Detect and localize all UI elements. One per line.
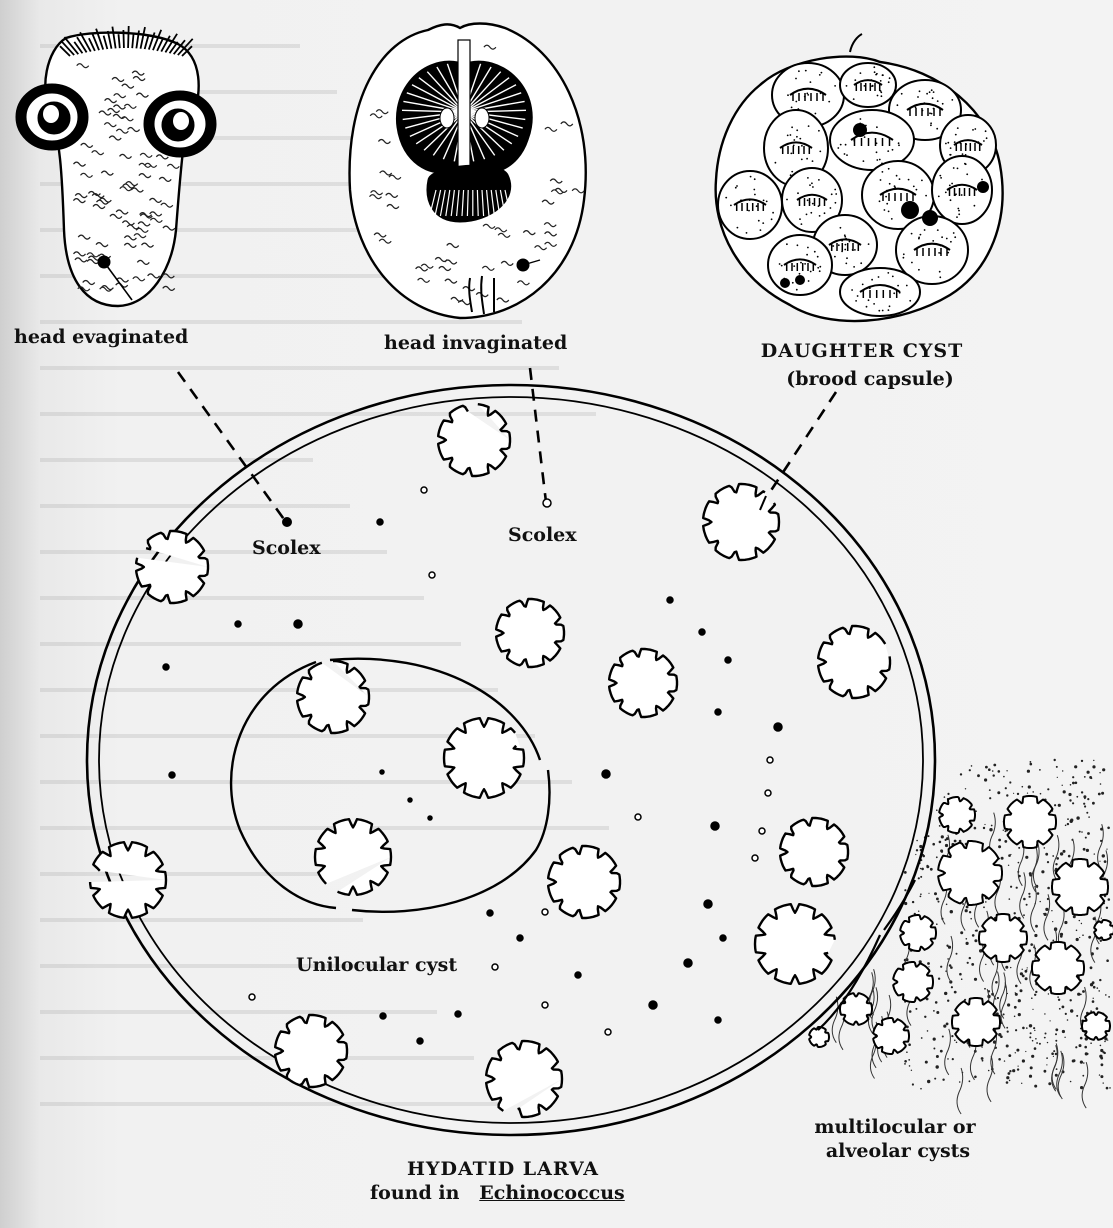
brood-capsule (315, 819, 391, 895)
label-head-evaginated: head evaginated (14, 326, 188, 348)
brood-capsule (438, 404, 510, 476)
daughter-cyst-cell (840, 268, 920, 316)
scolex-dot (575, 972, 581, 978)
scolex-dot (767, 757, 773, 763)
scolex-dot (725, 657, 731, 663)
label-daughter-cyst: DAUGHTER CYST (761, 340, 964, 362)
daughter-cyst-cell (840, 63, 896, 107)
daughter-cyst-cluster (716, 34, 1003, 321)
scolex-dot (715, 709, 721, 715)
label-multilocular-2: alveolar cysts (826, 1140, 970, 1162)
diagram-subtitle: found in Echinococcus (370, 1182, 625, 1204)
scolex-dot (249, 994, 255, 1000)
brood-capsule (1032, 942, 1084, 994)
subtitle-prefix: found in (370, 1182, 459, 1204)
label-multilocular-1: multilocular or (814, 1116, 975, 1138)
subtitle-genus: Echinococcus (479, 1182, 624, 1204)
scolex-dot (421, 487, 427, 493)
scolex-dot (377, 519, 383, 525)
brood-capsule (486, 1041, 562, 1117)
brood-capsule (938, 841, 1002, 905)
label-head-invaginated: head invaginated (384, 332, 567, 354)
brood-capsule (275, 1015, 347, 1087)
leader-invaginated (530, 368, 546, 502)
scolex-dot (429, 572, 435, 578)
scolex-dot (715, 1017, 721, 1023)
diagram-title: HYDATID LARVA (407, 1158, 599, 1180)
brood-capsule (900, 915, 936, 951)
brood-capsule (952, 998, 1000, 1046)
scolex-dot (542, 909, 548, 915)
scolex-dot (487, 910, 493, 916)
scolex-dot (711, 822, 719, 830)
scolex-dot (699, 629, 705, 635)
scolex-dot (492, 964, 498, 970)
brood-capsule (893, 962, 933, 1002)
scolex-dot (235, 621, 241, 627)
scolex-dot (684, 959, 692, 967)
scolex-dot (602, 770, 610, 778)
brood-capsule (548, 846, 620, 918)
brood-capsule (1094, 920, 1113, 940)
brood-capsule (780, 818, 848, 886)
scolex-dot (455, 1011, 461, 1017)
scolex-dot (774, 723, 782, 731)
scolex-dot (294, 620, 302, 628)
scolex-dot (759, 828, 765, 834)
leader-evaginated (178, 372, 286, 522)
scolex-dot (667, 597, 673, 603)
scolex-dot (380, 770, 384, 774)
scolex-dot (163, 664, 169, 670)
brood-capsule (444, 718, 524, 798)
brood-capsule (90, 842, 166, 918)
scolex-dot (704, 900, 712, 908)
scolex-dot (417, 1038, 423, 1044)
scolex-dot (649, 1001, 657, 1009)
label-scolex-left: Scolex (252, 537, 321, 559)
brood-capsule (136, 531, 208, 603)
brood-capsule (703, 484, 779, 560)
evaginated-scolex (16, 26, 216, 306)
scolex-dot (542, 1002, 548, 1008)
brood-capsule (609, 649, 677, 717)
daughter-cyst-cell (718, 171, 782, 239)
brood-capsule (979, 914, 1027, 962)
scolex-dot (408, 798, 412, 802)
daughter-cyst-cell (768, 235, 832, 295)
label-brood-capsule: (brood capsule) (786, 368, 954, 390)
label-unilocular-cyst: Unilocular cyst (296, 954, 457, 976)
brood-capsule (297, 661, 369, 733)
label-scolex-right: Scolex (508, 524, 577, 546)
leader-daughter (770, 392, 836, 492)
sucker-left (16, 84, 88, 150)
brood-capsule (1004, 796, 1056, 848)
brood-capsule (818, 626, 890, 698)
brood-capsule (1082, 1012, 1110, 1040)
scolex-dot (635, 814, 641, 820)
scolex-dot (428, 816, 432, 820)
brood-capsule (496, 599, 564, 667)
scolex-dot (752, 855, 758, 861)
invaginated-scolex (350, 24, 586, 319)
sucker-right (144, 91, 216, 157)
scolex-dot (380, 1013, 386, 1019)
scolex-dot (720, 935, 726, 941)
scolex-dot (517, 935, 523, 941)
brood-capsule (1052, 859, 1108, 915)
brood-capsule (755, 904, 835, 984)
scolex-dot (605, 1029, 611, 1035)
brood-capsule (939, 797, 975, 833)
scolex-dot (765, 790, 771, 796)
alveolar-tissue (809, 759, 1113, 1114)
scolex-dot (169, 772, 175, 778)
brood-capsule (873, 1018, 909, 1054)
